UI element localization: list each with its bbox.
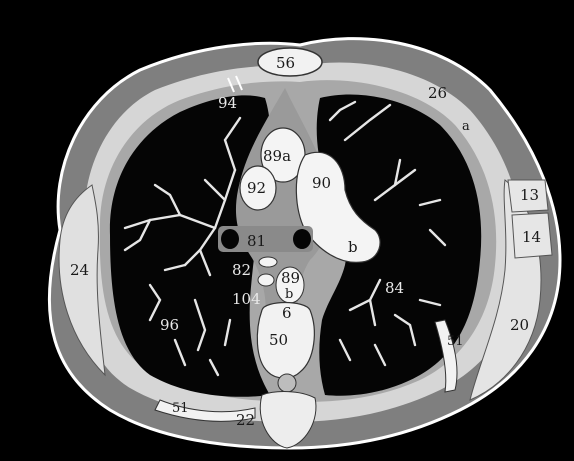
label-92: 92 <box>247 179 266 197</box>
label-51-left: 51 <box>172 401 189 416</box>
label-22: 22 <box>236 411 255 429</box>
label-26: 26 <box>428 84 447 102</box>
label-89-b-num: 89 <box>281 269 300 287</box>
airway-right <box>293 229 311 249</box>
label-89-b-letter: b <box>285 287 293 302</box>
label-20: 20 <box>510 316 529 334</box>
label-89a: 89a <box>263 147 291 165</box>
label-96: 96 <box>160 316 179 334</box>
spinal-canal <box>278 374 296 392</box>
label-13: 13 <box>520 186 539 204</box>
label-24: 24 <box>70 261 89 279</box>
label-81: 81 <box>247 232 266 250</box>
label-6: 6 <box>282 304 292 322</box>
label-84: 84 <box>385 279 404 297</box>
label-104: 104 <box>232 290 261 308</box>
label-82: 82 <box>232 261 251 279</box>
label-a: a <box>462 119 470 134</box>
label-90: 90 <box>312 174 331 192</box>
label-56: 56 <box>276 54 295 72</box>
label-51-right: 51 <box>447 334 464 349</box>
label-50: 50 <box>269 331 288 349</box>
label-14: 14 <box>522 228 541 246</box>
label-b-aorta: b <box>348 238 358 256</box>
small-vessel-104 <box>258 274 274 286</box>
label-94: 94 <box>218 94 237 112</box>
esophagus <box>259 257 277 267</box>
airway-left <box>221 229 239 249</box>
